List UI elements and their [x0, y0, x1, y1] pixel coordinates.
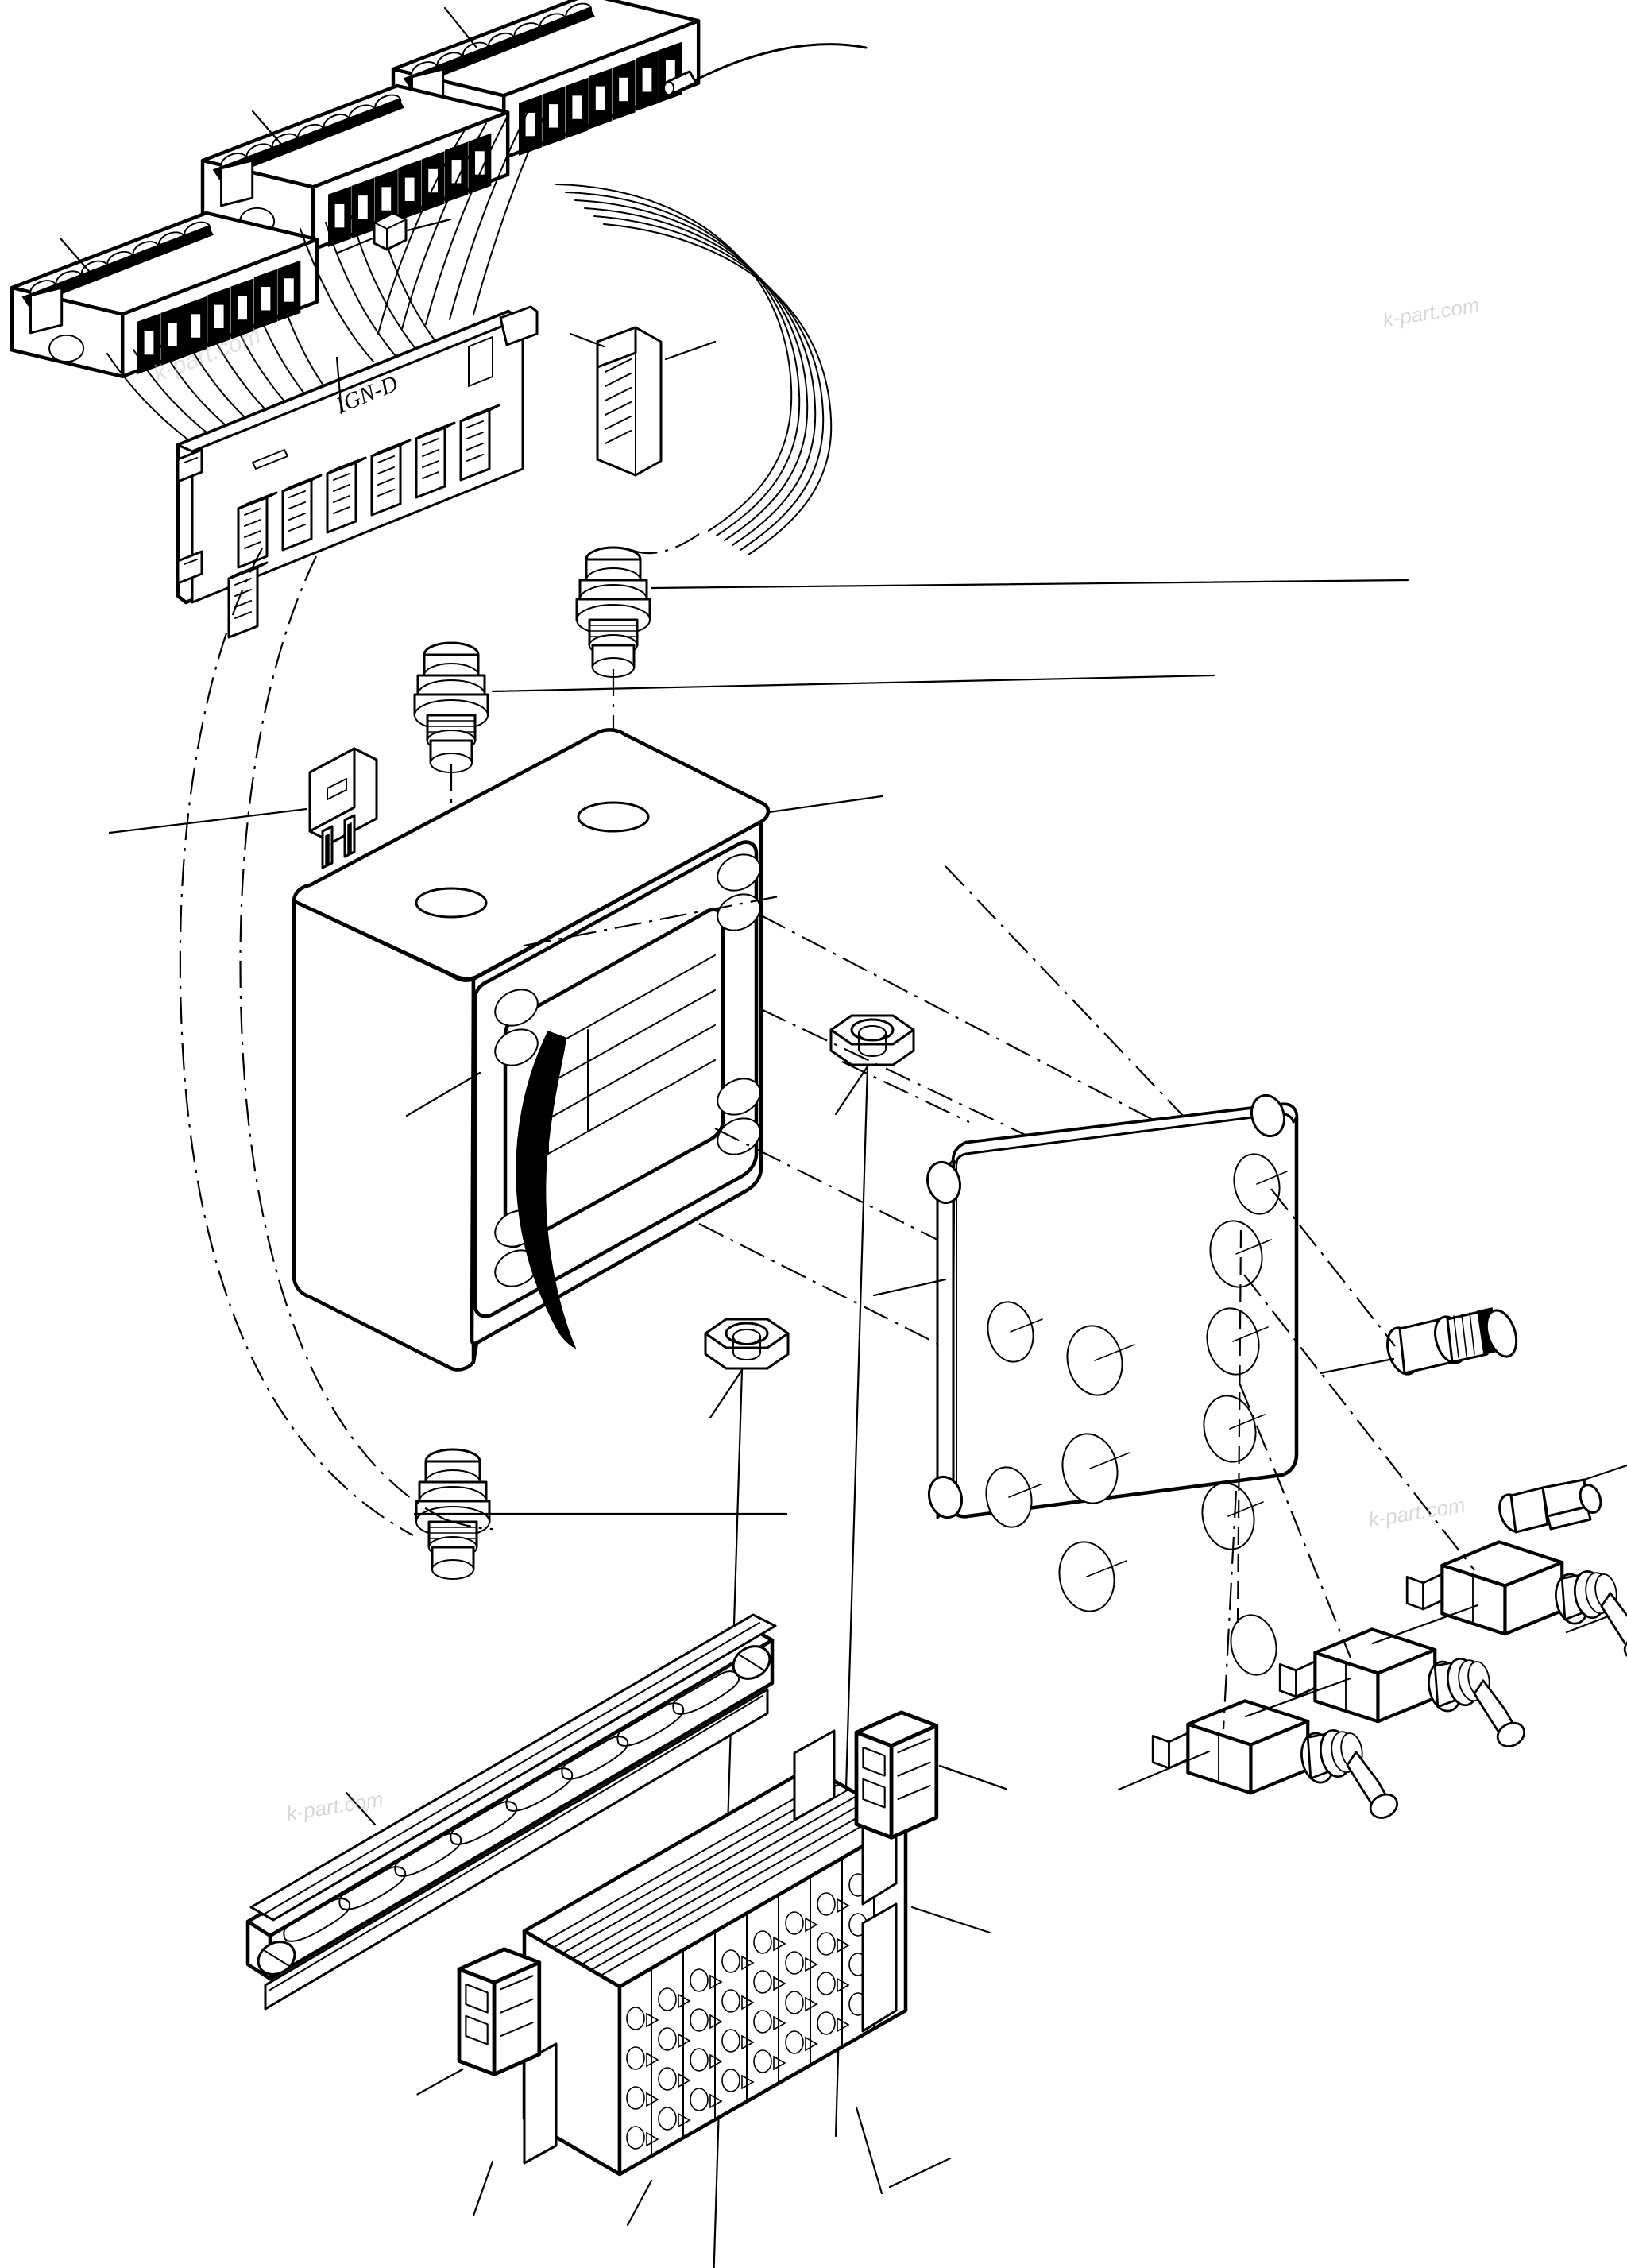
terminal-block-stack [472, 1729, 991, 2227]
leader-line [443, 6, 478, 49]
leader-line [416, 2068, 464, 2096]
cable-gland-3 [413, 1448, 788, 1581]
leader-line [472, 2160, 494, 2217]
leader-line [251, 110, 286, 149]
wire-lead [663, 43, 868, 95]
leader-line [1319, 1357, 1395, 1375]
leader-line [569, 332, 605, 348]
leader-line [335, 356, 343, 415]
pcb-ic-group [227, 404, 500, 639]
assembly-axis [627, 533, 700, 555]
leader-line [59, 237, 95, 278]
din-rail [245, 1613, 777, 2011]
enclosure-lid-hole [577, 801, 650, 833]
toggle-switch-1 [1407, 1542, 1627, 1663]
leader-line [108, 807, 308, 834]
spade-terminal [1498, 1464, 1627, 1534]
end-bracket-2 [856, 1713, 1008, 1838]
bulkhead-connector [1319, 1307, 1518, 1376]
cable-gland-1 [413, 641, 1215, 774]
leader-line [345, 1791, 377, 1826]
bulkhead-axis [1270, 1188, 1396, 1347]
din-rail-slots [283, 1670, 740, 1942]
enclosure-lid-hole [415, 887, 488, 919]
leader-line [650, 579, 1409, 590]
blade-fuse [108, 747, 378, 869]
plate-stud [927, 1475, 964, 1519]
leader-line [767, 795, 883, 814]
leader-line [910, 1906, 991, 1934]
plate-stud [1250, 1093, 1286, 1138]
leader-line [491, 674, 1215, 693]
routing-axis [179, 548, 493, 1536]
flow-arrow [516, 1031, 577, 1349]
end-bracket-1 [416, 1949, 539, 2096]
leader-line [888, 2157, 952, 2189]
leader-line [1583, 1464, 1627, 1481]
leader-line [626, 2179, 653, 2227]
terminal-connector-group [12, 0, 698, 377]
switch-axes [1117, 1274, 1610, 1791]
leader-line [405, 1071, 481, 1117]
mounting-plate [872, 1093, 1299, 1676]
leader-line [938, 1764, 1008, 1790]
enclosure-box [292, 728, 883, 1372]
toggle-switch-3 [1153, 1701, 1401, 1822]
leader-line [872, 1278, 947, 1297]
enclosure-corner-bosses [494, 853, 761, 1287]
plate-stud [926, 1160, 962, 1205]
pcb-board: IGN-D [176, 305, 539, 639]
cable-gland-2 [575, 546, 1409, 679]
pin-header [569, 326, 717, 477]
leader-line [855, 2106, 883, 2195]
cable-bundle [555, 184, 833, 555]
splice-sleeve [336, 211, 452, 254]
leader-line [664, 340, 717, 361]
